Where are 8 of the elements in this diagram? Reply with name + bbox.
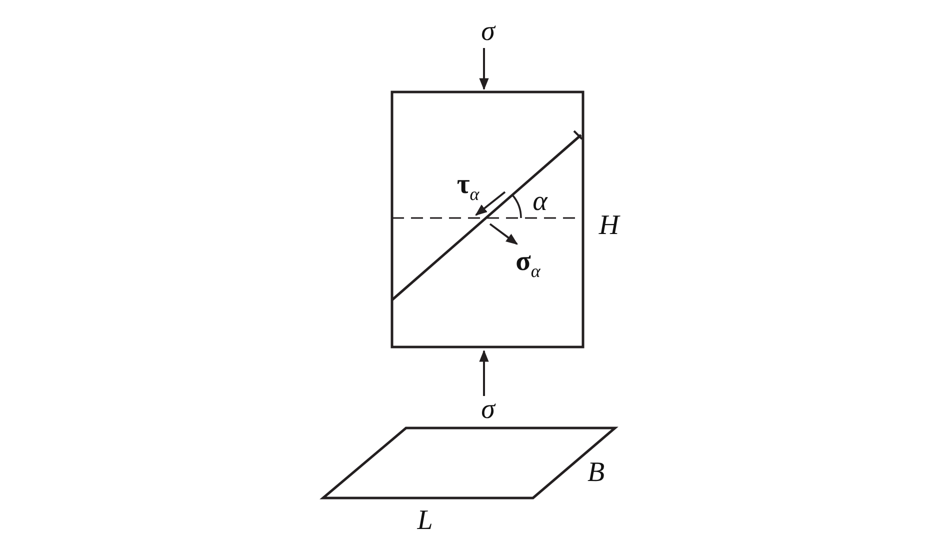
stress-symbol: σ$_{α}$: [516, 248, 540, 280]
stress-symbol: τ$_{α}$: [456, 171, 480, 203]
stress-symbol: σ: [481, 396, 495, 424]
dimension-label: H: [598, 212, 620, 240]
stress-symbol: σ: [481, 18, 495, 46]
dimension-label: B: [587, 459, 605, 487]
angle-symbol: α: [532, 188, 548, 216]
dimension-label: L: [417, 507, 433, 535]
